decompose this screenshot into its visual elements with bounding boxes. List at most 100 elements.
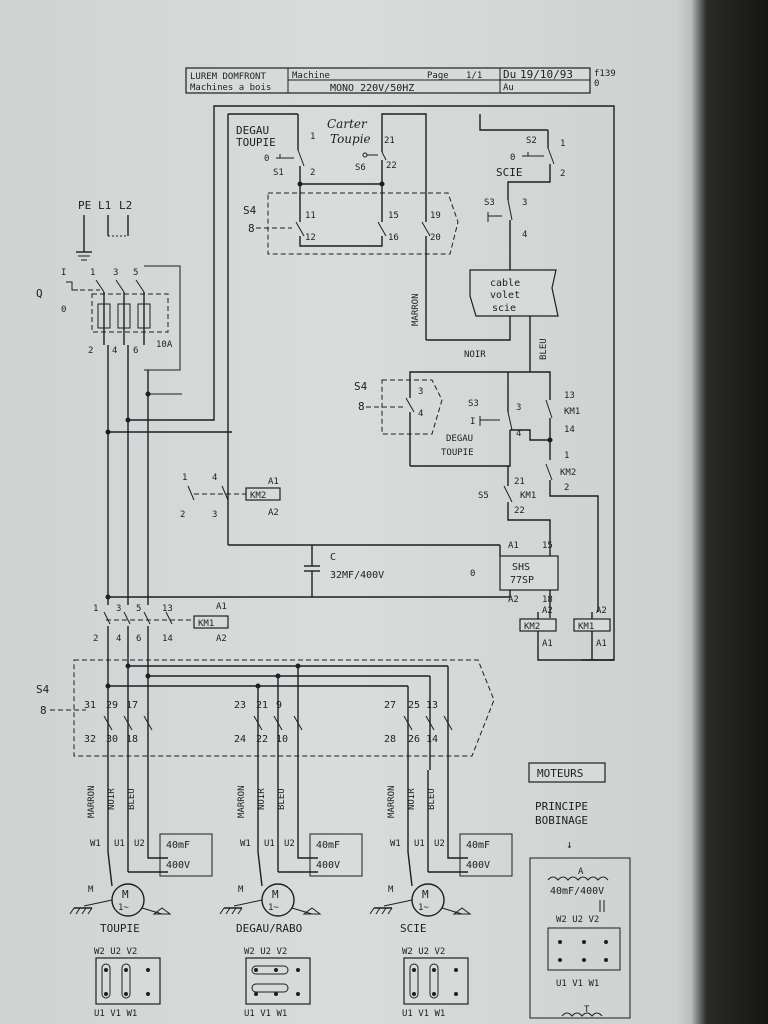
- motor-cap-box: [309, 833, 363, 877]
- motor-phase-label: 1~: [268, 903, 279, 913]
- legend-principe-bobinage: MOTEURS PRINCIPE BOBINAGE ↓ A 40mF/400V …: [528, 762, 631, 1019]
- legend-arrow-icon: ↓: [566, 838, 573, 851]
- s4-bottom-term-top: 29: [106, 700, 118, 711]
- legend-cap: 40mF/400V: [550, 886, 604, 897]
- cable-label-2: volet: [490, 290, 520, 301]
- legend-principe: PRINCIPE: [535, 800, 588, 813]
- km2-aux-1: 1: [182, 473, 187, 483]
- switch-s3-mid: S3 I 3 4 DEGAU TOUPIE: [410, 372, 521, 467]
- s3-mid-label2: TOUPIE: [441, 448, 474, 458]
- s4-term-20: 20: [430, 233, 441, 243]
- s3-mid-label: DEGAU: [446, 434, 473, 444]
- s3-top-term-3: 3: [522, 198, 527, 208]
- motor-m-tag: M: [88, 885, 94, 895]
- motor-cap-voltage: 400V: [466, 860, 490, 871]
- s4-top-tag: S4: [243, 204, 257, 217]
- s3-mid-on: I: [470, 417, 475, 427]
- motor-wire-label: NOIR: [257, 788, 267, 810]
- km1-main-2: 2: [93, 634, 98, 644]
- s5-term-21: 21: [514, 477, 525, 487]
- motor-cap-voltage: 400V: [166, 860, 190, 871]
- s4-mid-term-4: 4: [418, 409, 423, 419]
- distribution-bus: [108, 663, 449, 770]
- motor-terminal: U2: [284, 839, 295, 849]
- motor-name: DEGAU/RABO: [236, 922, 302, 935]
- s4-term-12: 12: [305, 233, 316, 243]
- s4-bottom-tag: S4: [36, 683, 50, 696]
- km2-aux-4: 4: [212, 473, 217, 483]
- motor-name: TOUPIE: [100, 922, 140, 935]
- km2-aux-relay: 1 4 2 3 A1 A2 KM2: [180, 473, 281, 520]
- s2-term-1: 1: [560, 139, 565, 149]
- s4-bottom-term-top: 17: [126, 700, 138, 711]
- s3-mid-tag: S3: [468, 399, 479, 409]
- motor-terminal: W1: [240, 839, 251, 849]
- motor-wire: [447, 770, 468, 859]
- s4-bottom-contact: [103, 715, 113, 731]
- s5-term-22: 22: [514, 506, 525, 516]
- motor-wire-label: MARRON: [387, 785, 397, 818]
- km1-main-6: 6: [136, 634, 141, 644]
- s4-bottom-contact: [273, 715, 283, 731]
- l2-label: L2: [119, 199, 132, 212]
- km2-aux-a2: A2: [268, 508, 279, 518]
- motor-wire: [297, 770, 318, 859]
- breaker-rating: 10A: [156, 340, 173, 350]
- title-block: LUREM DOMFRONT Machines a bois Machine M…: [185, 67, 616, 94]
- s4-term-16: 16: [388, 233, 399, 243]
- s4-bottom-term-bottom: 18: [126, 734, 138, 745]
- legend-moteurs: MOTEURS: [537, 767, 583, 780]
- s4-bottom-term-top: 13: [426, 700, 438, 711]
- coil-km2-a2: A2: [542, 606, 553, 616]
- motor-wire-label: BLEU: [277, 788, 287, 810]
- s2-tag: S2: [526, 136, 537, 146]
- s3-mid-term-4: 4: [516, 429, 521, 439]
- motor-wire-label: MARRON: [237, 785, 247, 818]
- motor-wire: [407, 770, 413, 887]
- motor-cap-value: 40mF: [166, 840, 190, 851]
- terminal-board: [403, 957, 469, 1005]
- motor-wire-label: NOIR: [107, 788, 117, 810]
- motor-m-tag: M: [388, 885, 394, 895]
- motor-m-label: M: [422, 888, 429, 901]
- motor-cap-value: 40mF: [466, 840, 490, 851]
- km1-contact-label: KM1: [564, 407, 580, 417]
- s4-bottom-contact: [425, 715, 435, 731]
- km1-contact-13: 13: [564, 391, 575, 401]
- cable-noir: NOIR: [464, 350, 486, 360]
- motor-terminal: W1: [390, 839, 401, 849]
- l1-label: L1: [98, 199, 111, 212]
- km1-main-coil: KM1: [198, 619, 214, 629]
- s4-mid-key-icon: 8: [358, 400, 365, 413]
- km2-aux-a1: A1: [268, 477, 279, 487]
- page-label: Page: [427, 71, 449, 81]
- km2-aux-2: 2: [180, 510, 185, 520]
- s2-zero: 0: [510, 153, 515, 163]
- s4-bottom-term-top: 21: [256, 700, 268, 711]
- motor-terminal: U1: [264, 839, 275, 849]
- s4-bottom-contact: [143, 715, 153, 731]
- breaker-term-4: 4: [112, 346, 117, 356]
- motor-phase-label: 1~: [418, 903, 429, 913]
- timer-shs: A1 15 SHS 77SP 0 A2 18: [108, 541, 559, 618]
- motor-phase-label: 1~: [118, 903, 129, 913]
- switch-s4-top: S4 8 11 12 15 16 19 20: [243, 184, 459, 340]
- motor-m-label: M: [272, 888, 279, 901]
- shs-18: 18: [542, 595, 553, 605]
- s4-bottom-term-bottom: 22: [256, 734, 268, 745]
- shs-label-2: 77SP: [510, 575, 534, 586]
- motor-terminal: U1: [114, 839, 125, 849]
- motor-cap-voltage: 400V: [316, 860, 340, 871]
- s1-term-2: 2: [310, 168, 315, 178]
- km1-main-13: 13: [162, 604, 173, 614]
- board-top-labels: W2 U2 V2: [244, 947, 287, 957]
- s4-bottom-term-top: 23: [234, 700, 246, 711]
- capacitor-label: C: [330, 552, 336, 563]
